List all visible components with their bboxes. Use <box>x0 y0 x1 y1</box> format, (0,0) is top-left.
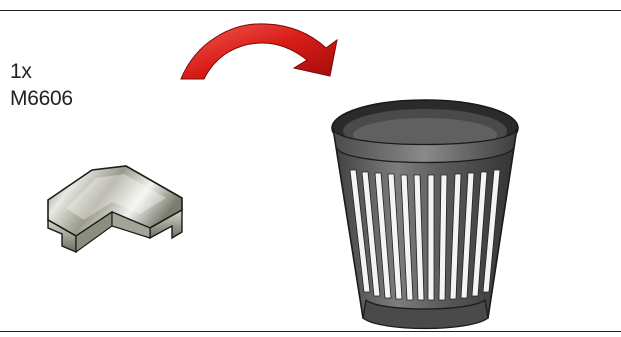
part-number: M6606 <box>10 87 73 110</box>
waste-basket-icon <box>331 99 519 330</box>
part-quantity: 1x <box>10 60 32 83</box>
part-label: 1x M6606 <box>10 58 73 112</box>
top-divider <box>0 10 621 11</box>
curved-arrow-icon <box>180 23 338 80</box>
bottom-divider <box>0 331 621 332</box>
elbow-cover-piece-icon <box>47 165 183 254</box>
